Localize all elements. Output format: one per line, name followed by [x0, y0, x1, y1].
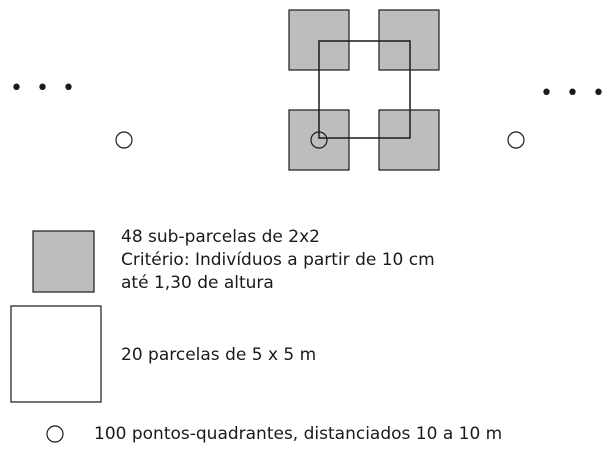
- quadrant-point-center: [310, 131, 328, 149]
- ellipsis-left: • • •: [10, 76, 78, 101]
- legend-plot-swatch: [10, 305, 102, 403]
- legend-subplot-line-2: Critério: Indivíduos a partir de 10 cm: [121, 250, 435, 270]
- subplot-top-right: [378, 9, 440, 71]
- quadrant-point-left: [115, 131, 133, 149]
- legend-subplot-line-3: até 1,30 de altura: [121, 273, 274, 293]
- legend-point-swatch: [46, 425, 64, 443]
- legend-point-text: 100 pontos-quadrantes, distanciados 10 a…: [94, 424, 503, 444]
- ellipsis-right: • • •: [540, 81, 608, 106]
- legend-plot-text: 20 parcelas de 5 x 5 m: [121, 345, 317, 365]
- plot-outline: [318, 40, 411, 139]
- subplot-group: [288, 9, 440, 171]
- subplot-bottom-right: [378, 109, 440, 171]
- quadrant-point-right: [507, 131, 525, 149]
- legend-subplot-line-1: 48 sub-parcelas de 2x2: [121, 227, 320, 247]
- legend-subplot-swatch: [32, 230, 95, 293]
